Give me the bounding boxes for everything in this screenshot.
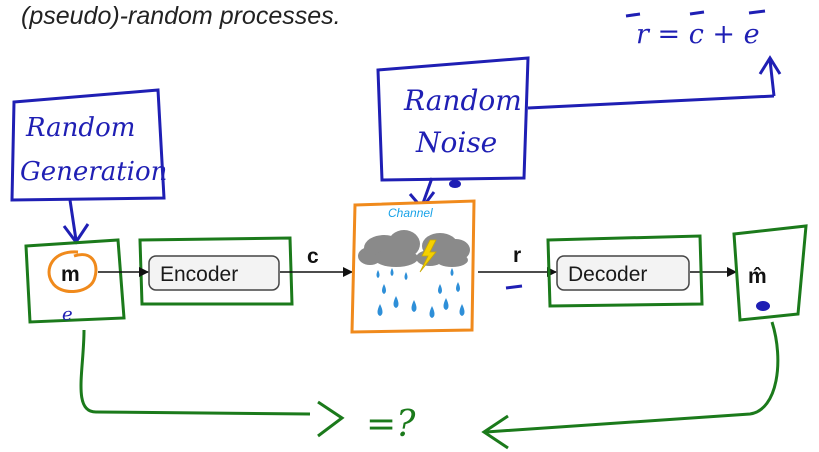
encoder-block: Encoder <box>138 236 294 306</box>
comparison-mark: =? <box>366 404 416 445</box>
equation-bar-e <box>748 9 766 15</box>
equation-text: r = c + e <box>636 19 760 50</box>
random-generation-annotation: Random Generation <box>10 88 167 245</box>
raindrop-icon <box>382 284 386 294</box>
signal-r-underline <box>505 284 523 290</box>
estimate-block: m̂ <box>732 224 808 322</box>
comparison-line-right <box>485 321 780 434</box>
raindrop-icon <box>429 306 435 318</box>
comparison-annotation: =? <box>79 321 780 450</box>
signal-c-label: c <box>307 245 319 268</box>
raindrop-icon <box>404 272 408 280</box>
estimate-outline <box>732 224 808 322</box>
raindrop-icon <box>377 304 383 316</box>
raindrop-icon <box>459 304 465 316</box>
lightning-icon <box>419 239 437 273</box>
message-circle <box>47 250 98 293</box>
message-symbol: m <box>61 263 80 286</box>
comparison-line-left <box>79 329 311 416</box>
equation-pointer <box>758 55 782 97</box>
message-note-e: e <box>62 304 73 325</box>
raindrop-icon <box>376 270 380 278</box>
message-block: m e <box>24 238 126 325</box>
raindrop-icon <box>456 282 460 292</box>
noise-label-line1: Random <box>403 84 522 117</box>
noise-dot <box>449 180 461 188</box>
channel-block: Channel <box>350 199 476 334</box>
random-noise-annotation: Random Noise <box>376 56 775 211</box>
raindrop-icon <box>438 284 442 294</box>
generation-label-line1: Random <box>25 113 135 143</box>
noise-box <box>376 56 530 182</box>
raindrop-icon <box>390 268 394 276</box>
channel-label: Channel <box>388 206 433 220</box>
caption-text: (pseudo)-random processes. <box>21 2 341 30</box>
raindrop-icon <box>393 296 399 308</box>
noise-label-line2: Noise <box>415 126 497 159</box>
generation-box <box>10 88 166 202</box>
decoder-label: Decoder <box>568 263 647 286</box>
equation-bar-r <box>625 12 641 18</box>
decoder-block: Decoder <box>546 234 704 308</box>
decoder-box <box>556 255 690 291</box>
raindrop-group <box>376 268 465 318</box>
decoder-outline <box>546 234 704 308</box>
estimate-symbol: m̂ <box>748 265 767 288</box>
message-outline <box>24 238 126 324</box>
raindrop-icon <box>411 300 417 312</box>
raindrop-icon <box>450 268 454 276</box>
generation-label-line2: Generation <box>20 157 167 187</box>
equation-bar-c <box>689 10 705 16</box>
encoder-box <box>148 255 280 291</box>
signal-r-label: r <box>513 244 521 267</box>
encoder-label: Encoder <box>160 263 238 286</box>
comparison-arrowhead-right <box>317 400 345 438</box>
comparison-arrowhead-left <box>481 414 509 450</box>
equation: r = c + e <box>625 9 782 97</box>
estimate-dot <box>756 301 770 311</box>
raindrop-icon <box>443 298 449 310</box>
generation-arrow <box>62 199 90 245</box>
cloud-icon <box>358 230 420 267</box>
encoder-outline <box>138 236 294 306</box>
noise-connector <box>527 94 775 110</box>
